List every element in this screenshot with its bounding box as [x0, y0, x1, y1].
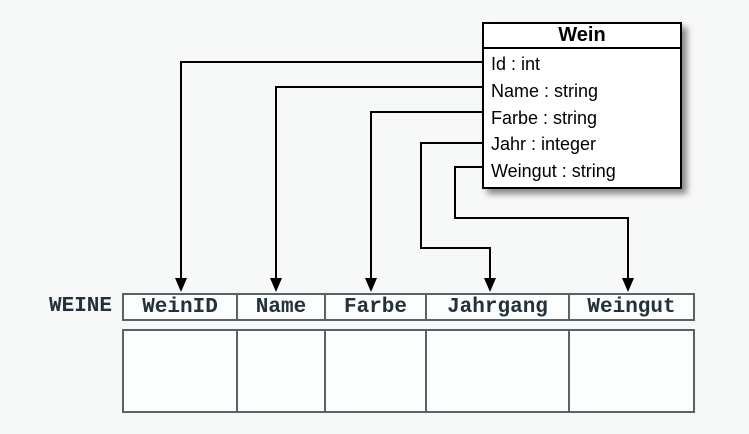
class-attribute-jahr: Jahr : integer [491, 134, 597, 155]
class-title: Wein [484, 24, 680, 49]
column-header-weingut: Weingut [568, 295, 693, 319]
column-header-name: Name [236, 295, 324, 319]
class-attribute-list: Id : int Name : string Farbe : string Ja… [484, 49, 680, 187]
arrow-farbe-to-farbe [365, 111, 485, 292]
column-header-farbe: Farbe [324, 295, 425, 319]
arrowhead-icon [175, 278, 187, 292]
class-attribute-weingut: Weingut : string [491, 161, 616, 182]
column-header-weinid: WeinID [142, 295, 218, 319]
empty-cell-weinid [124, 331, 236, 411]
arrowhead-icon [622, 278, 634, 292]
table-name-label: WEINE [48, 295, 112, 318]
empty-cell-jahrgang [425, 331, 568, 411]
arrowhead-icon [484, 278, 496, 292]
arrow-id-to-weinid [175, 61, 485, 292]
arrowhead-icon [365, 278, 377, 292]
uml-class-wein: Wein Id : int Name : string Farbe : stri… [482, 22, 682, 189]
table-header-row: WeinID Name Farbe Jahrgang Weingut [122, 293, 695, 321]
table-empty-row [122, 329, 695, 413]
empty-cell-farbe [324, 331, 425, 411]
class-attribute-id: Id : int [491, 54, 541, 74]
class-attribute-farbe: Farbe : string [491, 107, 598, 128]
class-attribute-name: Name : string [491, 80, 599, 101]
empty-cell-name [236, 331, 324, 411]
empty-cell-weingut [568, 331, 693, 411]
column-header-jahrgang: Jahrgang [425, 295, 568, 319]
arrowhead-icon [270, 278, 282, 292]
arrow-name-to-name [270, 86, 485, 292]
